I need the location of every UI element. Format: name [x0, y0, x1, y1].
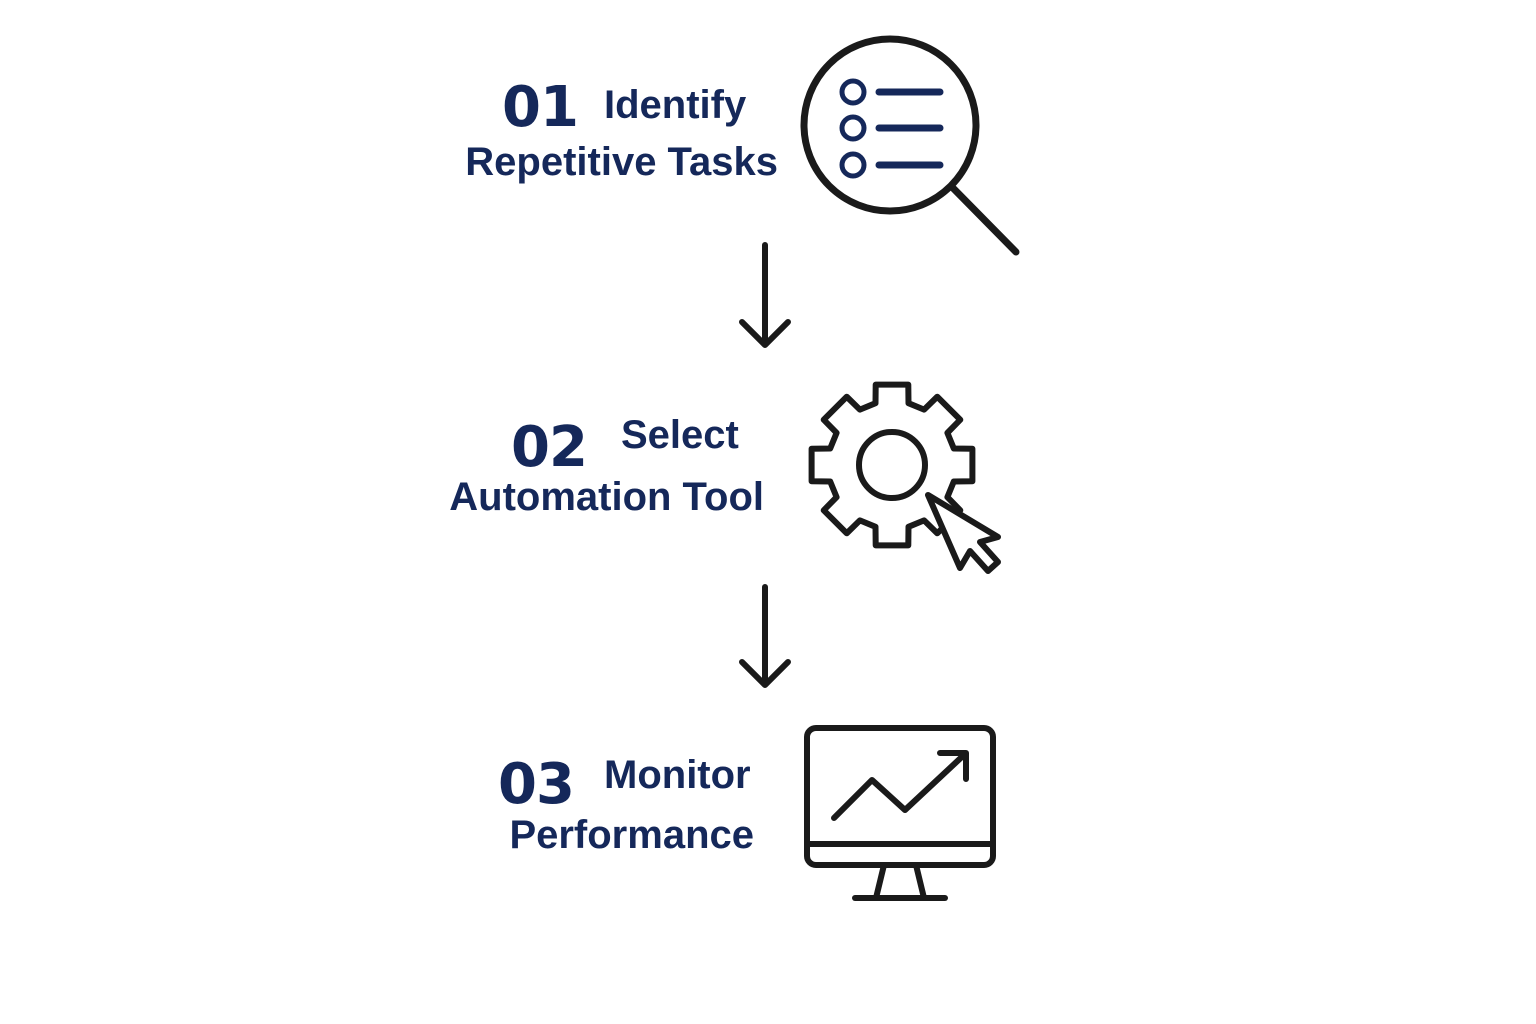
arrow-down-icon — [739, 242, 791, 348]
step-3-title-line2: Performance — [509, 813, 754, 857]
step-1-number: 01 — [502, 75, 579, 140]
magnifier-checklist-icon — [800, 35, 1020, 256]
step-1-title-line1: Identify — [604, 83, 747, 127]
gear-cursor-icon — [808, 381, 1001, 574]
step-1-title-line2: Repetitive Tasks — [465, 140, 778, 184]
step-3-number: 03 — [498, 752, 575, 817]
step-2-title-line2: Automation Tool — [449, 475, 764, 519]
monitor-chart-icon — [804, 725, 996, 901]
step-2-number: 02 — [511, 415, 588, 480]
step-2-title-line1: Select — [621, 413, 739, 457]
arrow-down-icon — [739, 584, 791, 688]
step-3-title-line1: Monitor — [604, 753, 751, 797]
